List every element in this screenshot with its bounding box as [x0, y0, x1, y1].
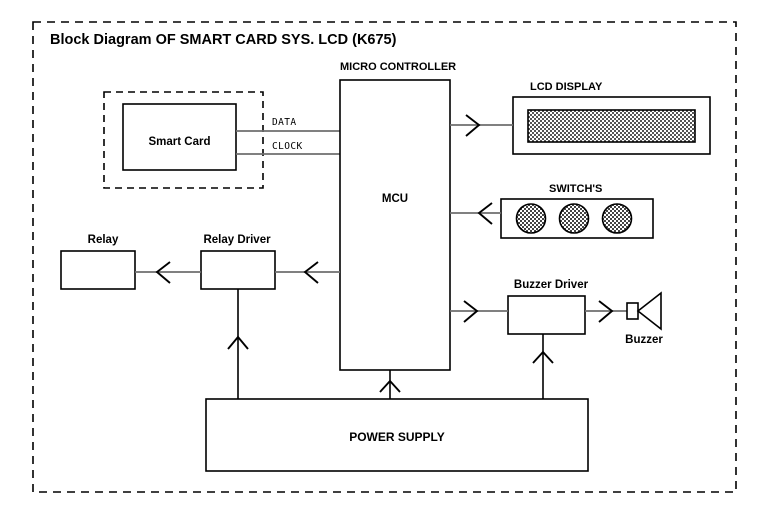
arrow-ps-to-relaydriver-icon [227, 335, 249, 350]
buzzer-driver-block[interactable] [507, 295, 586, 335]
speaker-cone-icon [636, 291, 662, 331]
relay-block[interactable] [60, 250, 136, 290]
arrow-switches-to-mcu-icon [477, 202, 493, 225]
buzzer-driver-label: Buzzer Driver [514, 279, 589, 291]
micro-controller-block[interactable] [339, 79, 451, 371]
page-title: Block Diagram OF SMART CARD SYS. LCD (K6… [50, 32, 397, 48]
data-signal-label: DATA [272, 117, 296, 128]
lcd-display-caption: LCD DISPLAY [530, 81, 603, 93]
arrow-buzzerdriver-to-buzzer-icon [598, 300, 614, 323]
switch-button-2-icon[interactable] [558, 203, 590, 234]
arrow-mcu-to-relaydriver-icon [303, 261, 319, 284]
mcu-label: MCU [382, 193, 408, 205]
power-supply-block[interactable] [205, 398, 589, 472]
speaker-body-icon [626, 302, 639, 320]
buzzer-label: Buzzer [625, 334, 663, 346]
arrow-ps-to-buzzerdriver-icon [532, 350, 554, 364]
switches-caption: SWITCH'S [549, 183, 602, 195]
diagram-outer-border [32, 21, 737, 493]
relay-label: Relay [88, 234, 119, 246]
clock-signal-label: CLOCK [272, 141, 303, 152]
relay-driver-block[interactable] [200, 250, 276, 290]
arrow-mcu-to-buzzerdriver-icon [463, 300, 479, 323]
smart-card-label: Smart Card [149, 136, 211, 148]
power-supply-label: POWER SUPPLY [349, 430, 445, 444]
smart-card-group-border [103, 91, 264, 189]
switch-button-3-icon[interactable] [601, 203, 633, 234]
smart-card-block[interactable] [122, 103, 237, 171]
relay-driver-label: Relay Driver [203, 234, 271, 246]
micro-controller-caption: MICRO CONTROLLER [340, 61, 456, 73]
switch-button-1-icon[interactable] [515, 203, 547, 234]
arrow-mcu-to-lcd-icon [465, 114, 481, 137]
lcd-screen-area [527, 109, 696, 143]
arrow-relaydriver-to-relay-icon [155, 261, 171, 284]
arrow-ps-to-mcu-icon [379, 379, 401, 393]
